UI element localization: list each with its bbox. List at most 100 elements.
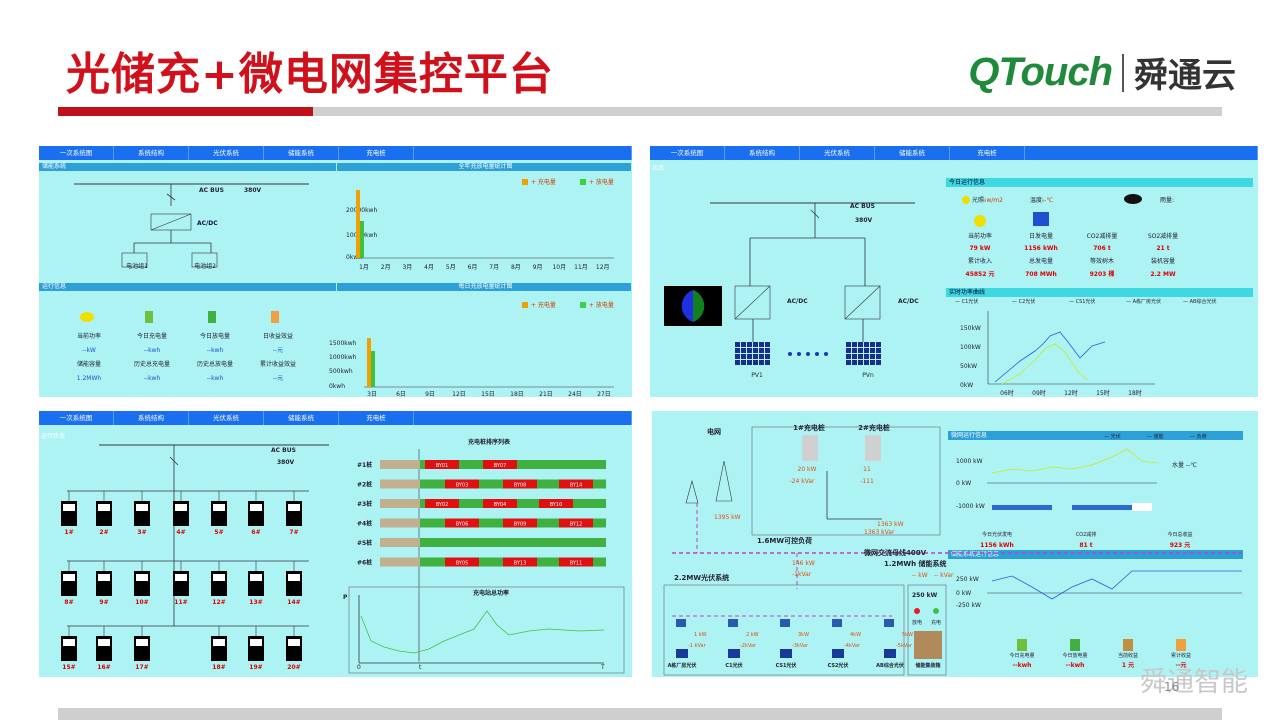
table-title: 充电桩排序列表 bbox=[468, 438, 511, 446]
charger-screen bbox=[98, 504, 110, 511]
month-tick: 9月 bbox=[533, 264, 543, 271]
pv-cell bbox=[753, 360, 758, 365]
pv-name: AB综合光伏 bbox=[876, 662, 904, 669]
nav-tab-2[interactable]: 光伏系统 bbox=[189, 411, 264, 425]
inverter bbox=[728, 619, 738, 627]
seg-label: BY14 bbox=[570, 483, 583, 489]
nav-tab-3[interactable]: 储能系统 bbox=[875, 146, 950, 160]
charger-label: 8# bbox=[64, 599, 73, 606]
row-label: #5桩 bbox=[357, 539, 372, 547]
p4-grid-section: 微网运行信息 bbox=[948, 431, 1243, 440]
p1-chart1-title: 全年充放电量统计图 bbox=[337, 163, 631, 171]
stat-value2: 45852 元 bbox=[966, 271, 995, 278]
bus-label: AC BUS bbox=[199, 187, 224, 194]
y2-tick: 0kwh bbox=[329, 383, 345, 390]
e-label: 今日放电量 bbox=[1062, 652, 1087, 659]
e-label: 今日充电量 bbox=[1009, 652, 1034, 659]
stat-value: 706 t bbox=[1093, 245, 1111, 252]
charger-screen bbox=[288, 504, 300, 511]
power-series bbox=[360, 610, 605, 654]
ess-kw: -- kW bbox=[912, 572, 928, 579]
x-tick: 09时 bbox=[1032, 389, 1046, 397]
nav-tab-3[interactable]: 储能系统 bbox=[264, 146, 339, 160]
y1-tick: 0kwh bbox=[346, 254, 362, 261]
nav-tab-2[interactable]: 光伏系统 bbox=[189, 146, 264, 160]
nav-tab-3[interactable]: 储能系统 bbox=[264, 411, 339, 425]
stat-value2: --kwh bbox=[207, 375, 224, 382]
nav-tab-4[interactable]: 充电桩 bbox=[950, 146, 1025, 160]
curve-legend: — CS1光伏 bbox=[1069, 298, 1095, 305]
pv-kvar-i: -5kVar bbox=[896, 643, 913, 649]
dot bbox=[797, 352, 801, 356]
seg-label: BY10 bbox=[550, 502, 563, 508]
charger-label: 15# bbox=[62, 664, 75, 671]
charger-label: 13# bbox=[249, 599, 262, 606]
y-tick: 0kW bbox=[960, 382, 973, 389]
stat-icon-3 bbox=[271, 311, 279, 323]
charger-screen bbox=[175, 574, 187, 581]
p4-ess-section: 储能系统运行信息 bbox=[948, 550, 1243, 559]
nav-tab-0[interactable]: 一次系统图 bbox=[39, 411, 114, 425]
load-label: 1.6MW可控负荷 bbox=[757, 536, 812, 545]
gy0: 1000 kW bbox=[956, 458, 983, 465]
pv-cell bbox=[741, 342, 746, 347]
cabinet: 储能集装箱 bbox=[915, 662, 940, 669]
nav-tab-4[interactable]: 充电桩 bbox=[339, 146, 414, 160]
pv-cell bbox=[858, 354, 863, 359]
pv-cell bbox=[852, 360, 857, 365]
stat-value2: --kwh bbox=[144, 375, 161, 382]
legend2-charge: + 充电量 bbox=[531, 301, 556, 309]
volt-label: 380V bbox=[244, 187, 262, 194]
series-1 bbox=[994, 331, 1106, 383]
stat-label: 今日放电量 bbox=[200, 332, 230, 340]
nav-tab-0[interactable]: 一次系统图 bbox=[39, 146, 114, 160]
e-value: --元 bbox=[1176, 662, 1187, 669]
stat-value: 1156 kWh bbox=[1024, 245, 1058, 252]
stat-label: 当前功率 bbox=[968, 232, 992, 240]
pv-cell bbox=[735, 342, 740, 347]
pv-cell bbox=[846, 348, 851, 353]
stat-value: --kW bbox=[82, 347, 96, 354]
seg-label: BY04 bbox=[494, 502, 507, 508]
charger-screen bbox=[213, 639, 225, 646]
pv-cell bbox=[864, 360, 869, 365]
pv-cell bbox=[858, 342, 863, 347]
inverter bbox=[780, 619, 790, 627]
co2: CO2减排 bbox=[1076, 531, 1097, 538]
inverter bbox=[832, 619, 842, 627]
month-tick: 8月 bbox=[511, 264, 521, 271]
seg-label: BY09 bbox=[514, 522, 527, 528]
pv-kw-i: 4kW bbox=[850, 632, 861, 638]
row-idle bbox=[380, 518, 420, 528]
month-tick: 1月 bbox=[359, 264, 369, 271]
nav-tab-0[interactable]: 一次系统图 bbox=[650, 146, 725, 160]
pv-box bbox=[663, 584, 905, 676]
stat-label2: 历史总充电量 bbox=[134, 360, 170, 368]
charger-screen bbox=[63, 639, 75, 646]
grid-label: 电网 bbox=[707, 427, 721, 436]
nav-tab-1[interactable]: 系统结构 bbox=[114, 411, 189, 425]
pv-cell bbox=[759, 342, 764, 347]
day-tick: 15日 bbox=[481, 391, 495, 397]
pv-cell bbox=[852, 342, 857, 347]
seg-label: BY13 bbox=[514, 561, 527, 567]
charger-label: 6# bbox=[251, 529, 260, 536]
seg bbox=[425, 460, 459, 469]
nav-tab-1[interactable]: 系统结构 bbox=[114, 146, 189, 160]
nav-tab-4[interactable]: 充电桩 bbox=[339, 411, 414, 425]
load-kw: 1363 kW bbox=[877, 521, 904, 528]
ey0: 250 kW bbox=[956, 576, 979, 583]
day-tick: 12日 bbox=[452, 391, 466, 397]
pv-name: A栋厂房光伏 bbox=[668, 662, 697, 669]
nav-tab-1[interactable]: 系统结构 bbox=[725, 146, 800, 160]
month-tick: 12月 bbox=[596, 264, 610, 271]
stat-label2: 装机容量 bbox=[1151, 257, 1175, 265]
dot bbox=[788, 352, 792, 356]
nav-tab-2[interactable]: 光伏系统 bbox=[800, 146, 875, 160]
pv-cell bbox=[870, 342, 875, 347]
dot bbox=[824, 352, 828, 356]
pv-kvar: -1kVar bbox=[792, 571, 812, 578]
y2-tick: 1000kwh bbox=[329, 354, 357, 361]
seg bbox=[539, 499, 573, 508]
